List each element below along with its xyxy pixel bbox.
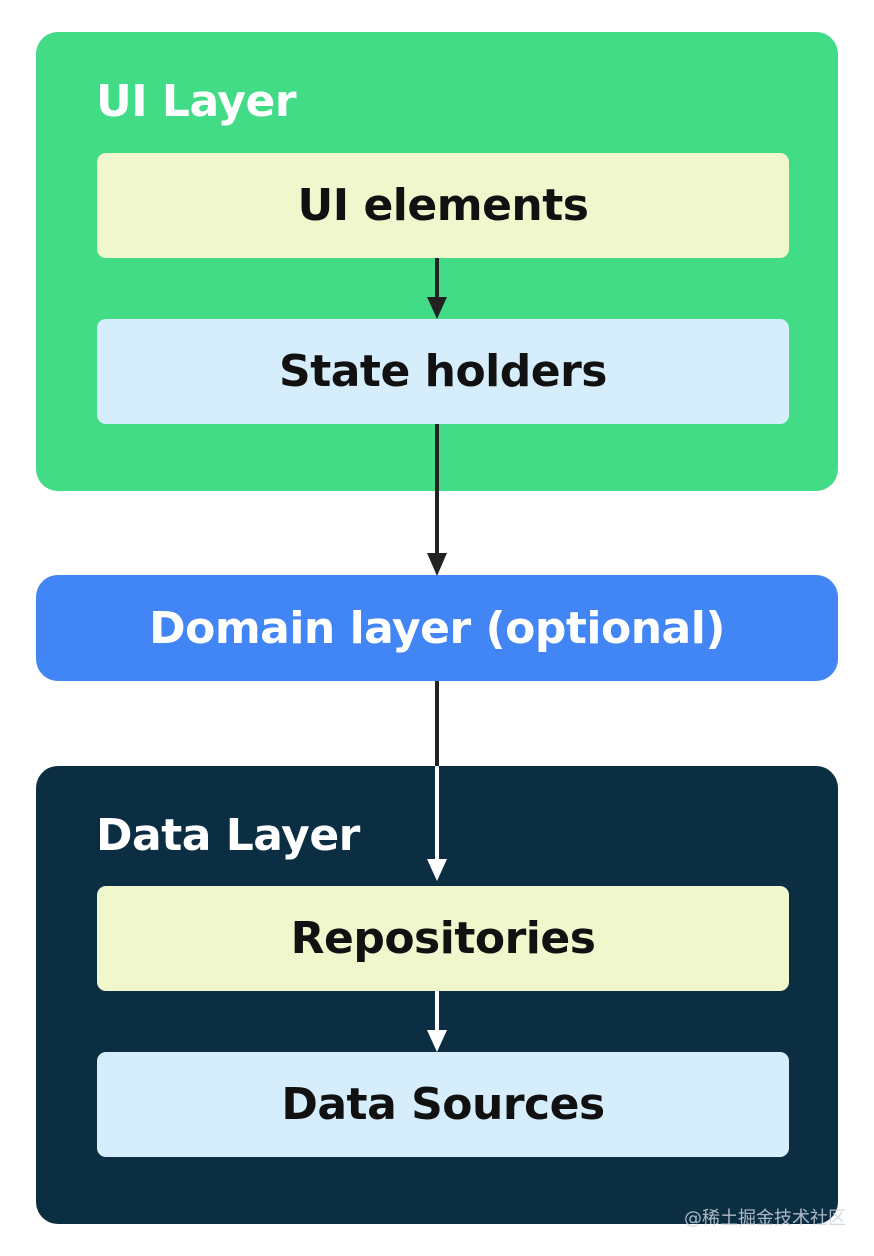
ui-layer: UI Layer UI elements State holders	[36, 32, 838, 491]
state-holders-box: State holders	[97, 319, 789, 424]
data-layer-title: Data Layer	[96, 810, 360, 861]
domain-layer-label: Domain layer (optional)	[149, 602, 725, 654]
data-sources-box: Data Sources	[97, 1052, 789, 1157]
data-layer: Data Layer Repositories Data Sources	[36, 766, 838, 1224]
repositories-box: Repositories	[97, 886, 789, 991]
watermark: @稀土掘金技术社区	[684, 1208, 846, 1229]
ui-layer-title: UI Layer	[96, 76, 297, 127]
ui-elements-box: UI elements	[97, 153, 789, 258]
domain-layer: Domain layer (optional)	[36, 575, 838, 681]
